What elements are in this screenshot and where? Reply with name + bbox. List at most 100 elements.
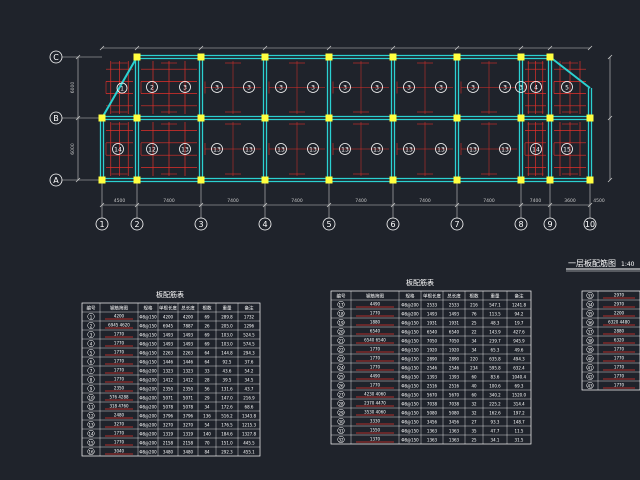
table-cell: Φ8@150	[139, 314, 157, 319]
table-cell: Φ8@150	[401, 383, 419, 388]
table-number-marker	[586, 291, 594, 300]
table-cell: 5670	[427, 392, 438, 397]
axis-bubble	[194, 217, 208, 231]
slab-number: 3	[183, 85, 187, 92]
slab-marker	[435, 143, 447, 155]
slab-marker	[435, 81, 447, 93]
table-cell: 60	[471, 374, 477, 379]
table-cell: 49.6	[515, 347, 524, 352]
column	[197, 176, 205, 184]
table-cell: 2370 4470	[364, 401, 386, 406]
table-cell: 1770	[114, 377, 125, 382]
axis-label: A	[53, 176, 59, 185]
axis-bubble	[49, 111, 63, 125]
slab-marker	[561, 81, 573, 93]
slab-marker	[112, 143, 124, 155]
table-cell: 15	[88, 440, 94, 445]
column	[453, 53, 461, 61]
table-cell: 103.0	[221, 341, 233, 346]
table-cell: 84	[204, 449, 210, 454]
table-cell: Φ8@150	[401, 410, 419, 415]
slab-marker	[243, 143, 255, 155]
table-cell: 2480	[114, 413, 125, 418]
table-cell: 1319	[183, 431, 194, 436]
table-cell: 39	[587, 347, 593, 352]
table-cell: 1493	[163, 332, 174, 337]
column	[325, 53, 333, 61]
table-border	[330, 290, 532, 445]
table-cell: Φ8@150	[401, 356, 419, 361]
dim-text: 7400	[530, 198, 542, 204]
table-cell: 547.1	[489, 302, 501, 307]
table-cell: 1363	[449, 437, 460, 442]
table-cell: 294.3	[243, 350, 255, 355]
slab-number: 14	[532, 147, 540, 154]
slab-number: 13	[341, 147, 349, 154]
table-cell: Φ8@150	[139, 323, 157, 328]
axis-label: 3	[198, 220, 203, 229]
slab-marker	[211, 81, 223, 93]
table-cell: 5	[90, 350, 93, 355]
table-cell: 6	[90, 359, 93, 364]
table-cell: 148.7	[513, 419, 525, 424]
column	[546, 114, 554, 122]
table-cell: 1323	[183, 368, 194, 373]
table-number-marker	[87, 339, 95, 348]
table-cell: 1550	[370, 428, 381, 433]
table-cell: 314.4	[513, 401, 525, 406]
table-cell: 1770	[614, 383, 625, 388]
column	[325, 176, 333, 184]
table-number-marker	[586, 372, 594, 381]
column	[546, 53, 554, 61]
dim-tick	[547, 45, 553, 51]
table-cell: 4490	[370, 302, 381, 307]
table-cell: 7	[90, 368, 93, 373]
table-cell: Φ8@150	[401, 338, 419, 343]
table-cell: 43	[587, 383, 593, 388]
table-title: 板配筋表	[406, 278, 434, 287]
table-cell: 7050	[427, 338, 438, 343]
table-cell: 47.7	[491, 428, 500, 433]
table-cell: 34	[471, 338, 477, 343]
table-number-marker	[337, 354, 345, 363]
table-cell: 162.6	[489, 410, 501, 415]
table-cell: 2263	[183, 350, 194, 355]
table-cell: 3480	[183, 449, 194, 454]
table-cell: 1770	[114, 440, 125, 445]
slab-number: 5	[565, 85, 569, 92]
table-cell: Φ8@200	[139, 377, 157, 382]
table-cell: 1343.8	[242, 413, 256, 418]
table-cell: 2158	[163, 440, 174, 445]
table-number-marker	[586, 381, 594, 390]
axis-bubble	[95, 217, 109, 231]
table-cell: 340.2	[489, 392, 501, 397]
table-cell: 69	[204, 332, 210, 337]
table-cell: Φ8@150	[401, 428, 419, 433]
table-cell: 4200	[183, 314, 194, 319]
table-cell: 34	[587, 302, 593, 307]
table-cell: 32	[338, 437, 344, 442]
table-number-marker	[586, 309, 594, 318]
table-cell: 131.6	[221, 386, 233, 391]
table-cell: 2533	[427, 302, 438, 307]
table-cell: 3	[90, 332, 93, 337]
table-cell: 3270	[183, 422, 194, 427]
table-cell: 225.2	[489, 401, 501, 406]
dim-text: 6000	[70, 82, 76, 94]
table-cell: 1363	[449, 428, 460, 433]
drawing-title-block: 一层板配筋图 1:40	[566, 258, 640, 272]
axis-bubble	[49, 50, 63, 64]
table-cell: 13	[88, 422, 94, 427]
table-cell: 2546	[449, 365, 460, 370]
slab-number: 1	[120, 86, 124, 93]
table-cell: 30	[338, 419, 344, 424]
